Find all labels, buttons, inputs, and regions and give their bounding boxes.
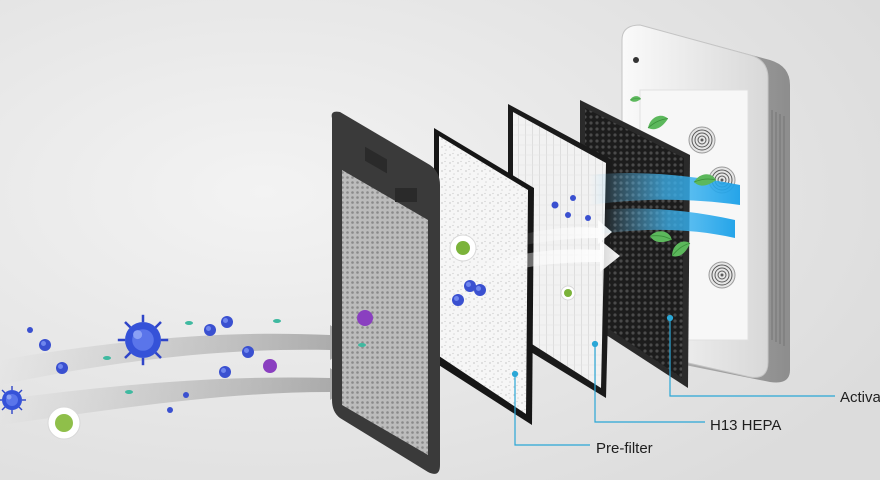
bacteria-icon <box>204 324 216 336</box>
hepa-label: H13 HEPA <box>710 417 782 434</box>
fan-icon <box>688 126 716 154</box>
bacteria-icon <box>219 366 231 378</box>
virus-icon <box>263 310 373 373</box>
pollutant-particles <box>0 195 591 440</box>
bacteria-icon <box>47 234 576 440</box>
bacteria-icon <box>242 346 254 358</box>
virus-icon <box>116 313 170 367</box>
airflow-arrow-icon <box>0 325 355 425</box>
bacteria-icon <box>452 294 464 306</box>
activated-carbon-label: Activa <box>840 389 880 406</box>
bacteria-icon <box>221 316 233 328</box>
bacteria-icon <box>464 280 476 292</box>
bacteria-icon <box>56 362 68 374</box>
front-grille-frame <box>331 111 440 474</box>
leader-lines <box>511 314 835 446</box>
prefilter-label: Pre-filter <box>596 440 653 457</box>
bacteria-icon <box>39 339 51 351</box>
fan-icon <box>708 261 736 289</box>
